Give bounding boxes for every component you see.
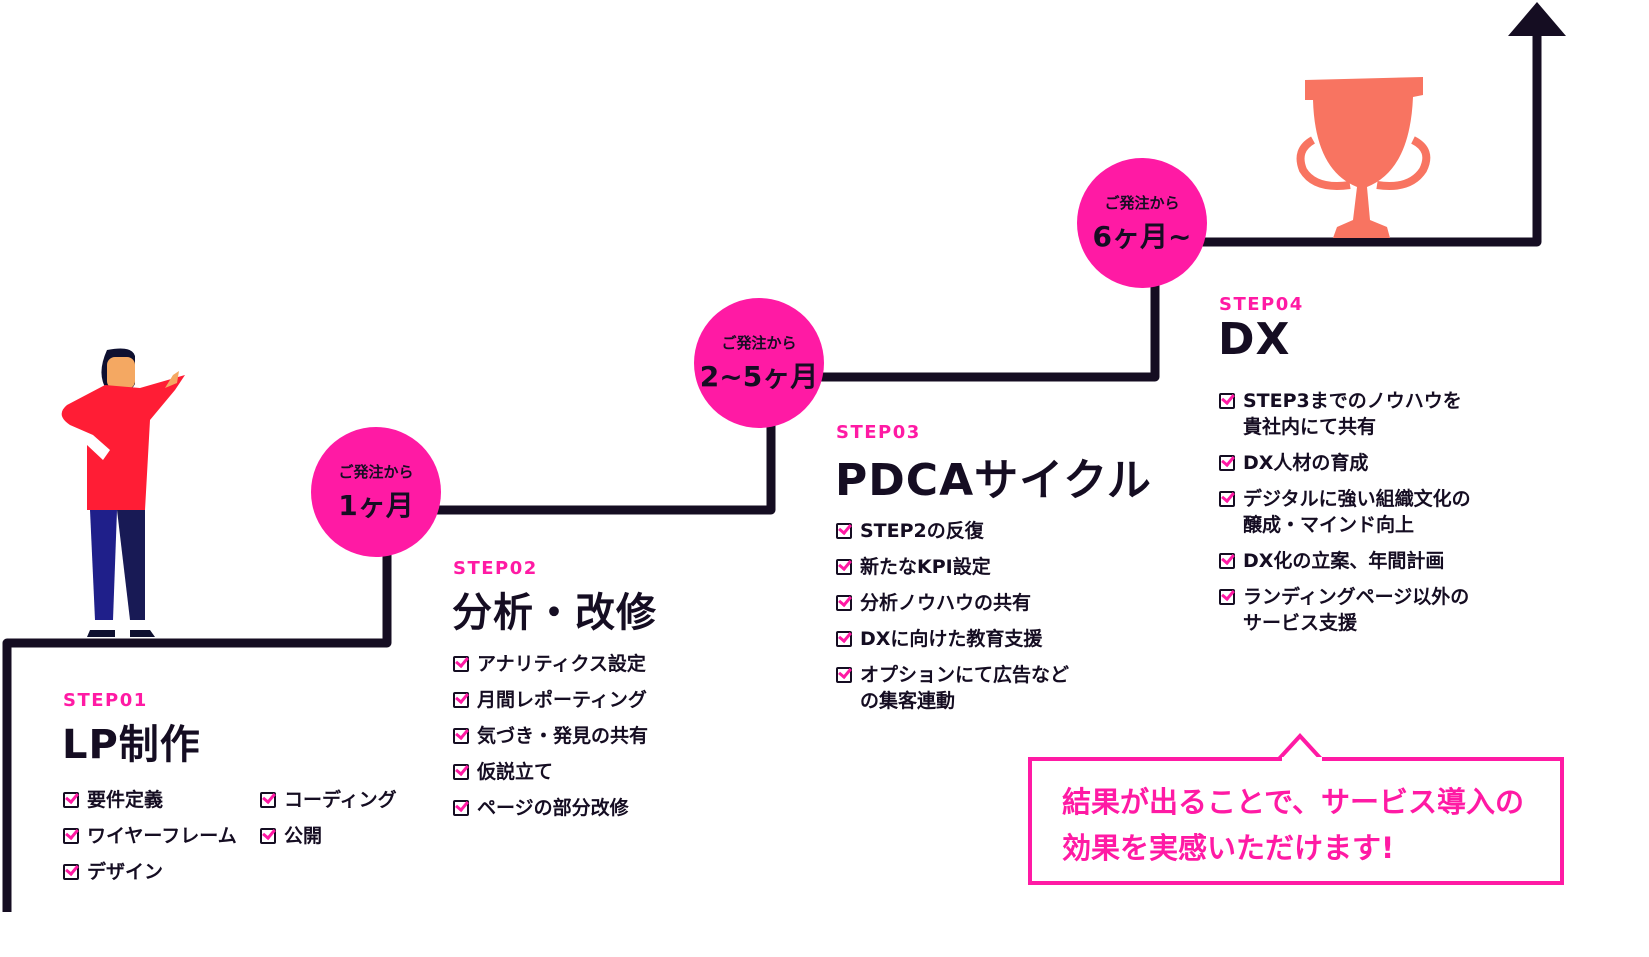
list-item: DX人材の育成 xyxy=(1219,450,1471,476)
step-label: STEP03 xyxy=(836,422,921,443)
step-title: 分析・改修 xyxy=(452,590,657,636)
step-label: STEP01 xyxy=(63,690,148,711)
item-text: 新たなKPI設定 xyxy=(860,556,991,578)
callout-line-1: 結果が出ることで、サービス導入の xyxy=(1062,785,1524,819)
list-item: 公開 xyxy=(260,823,397,849)
list-item: DX化の立案、年間計画 xyxy=(1219,548,1471,574)
callout-line-2: 効果を実感いただけます! xyxy=(1062,831,1395,865)
item-text: 要件定義 xyxy=(87,789,164,811)
list-item: ワイヤーフレーム xyxy=(63,823,237,849)
checkbox-checked-icon xyxy=(1219,589,1235,605)
milestone-period: 6ヶ月~ xyxy=(1092,219,1192,253)
callout-notch xyxy=(1278,733,1324,761)
list-item: 仮説立て xyxy=(453,759,648,785)
item-text: DX化の立案、年間計画 xyxy=(1243,550,1445,572)
step1-checklist-2: コーディング 公開 xyxy=(260,787,397,859)
list-item: デザイン xyxy=(63,859,237,885)
milestone-2-5-months: ご発注から 2~5ヶ月 xyxy=(694,298,824,428)
list-item: デジタルに強い組織文化の 醸成・マインド向上 xyxy=(1219,486,1471,538)
checkbox-checked-icon xyxy=(63,792,79,808)
milestone-6-months: ご発注から 6ヶ月~ xyxy=(1077,158,1207,288)
checkbox-checked-icon xyxy=(260,792,276,808)
step-label: STEP04 xyxy=(1219,294,1304,315)
checkbox-checked-icon xyxy=(453,728,469,744)
milestone-1-month: ご発注から 1ヶ月 xyxy=(311,427,441,557)
checkbox-checked-icon xyxy=(453,692,469,708)
list-item: STEP3までのノウハウを 貴社内にて共有 xyxy=(1219,388,1471,440)
step2-checklist: アナリティクス設定 月間レポーティング 気づき・発見の共有 仮説立て ページの部… xyxy=(453,651,648,831)
arrow-head-icon xyxy=(1508,2,1566,36)
list-item: 月間レポーティング xyxy=(453,687,648,713)
checkbox-checked-icon xyxy=(1219,553,1235,569)
list-item: オプションにて広告など の集客連動 xyxy=(836,662,1069,714)
item-text: 月間レポーティング xyxy=(477,689,647,711)
checkbox-checked-icon xyxy=(63,864,79,880)
checkbox-checked-icon xyxy=(836,559,852,575)
milestone-caption: ご発注から xyxy=(338,462,414,481)
item-text: STEP2の反復 xyxy=(860,520,984,542)
checkbox-checked-icon xyxy=(63,828,79,844)
item-text: コーディング xyxy=(284,789,397,811)
list-item: ランディングページ以外の サービス支援 xyxy=(1219,584,1471,636)
checkbox-checked-icon xyxy=(453,764,469,780)
checkbox-checked-icon xyxy=(1219,491,1235,507)
item-text: DXに向けた教育支援 xyxy=(860,628,1043,650)
item-text: ワイヤーフレーム xyxy=(87,825,237,847)
step-label: STEP02 xyxy=(453,558,538,579)
callout-notch-gap xyxy=(1282,757,1322,762)
item-text: 公開 xyxy=(284,825,323,847)
step-title: PDCAサイクル xyxy=(835,455,1152,506)
milestone-caption: ご発注から xyxy=(721,333,797,352)
item-text: ランディングページ以外の サービス支援 xyxy=(1243,586,1470,634)
item-text: STEP3までのノウハウを 貴社内にて共有 xyxy=(1243,390,1462,438)
item-text: オプションにて広告など の集客連動 xyxy=(860,664,1070,712)
item-text: 分析ノウハウの共有 xyxy=(860,592,1032,614)
trophy-icon xyxy=(1296,77,1431,238)
person-illustration xyxy=(61,348,185,637)
item-text: 気づき・発見の共有 xyxy=(477,725,649,747)
list-item: STEP2の反復 xyxy=(836,518,1069,544)
checkbox-checked-icon xyxy=(836,523,852,539)
checkbox-checked-icon xyxy=(836,631,852,647)
step3-checklist: STEP2の反復 新たなKPI設定 分析ノウハウの共有 DXに向けた教育支援 オ… xyxy=(836,518,1069,724)
step4-checklist: STEP3までのノウハウを 貴社内にて共有 DX人材の育成 デジタルに強い組織文… xyxy=(1219,388,1471,646)
list-item: DXに向けた教育支援 xyxy=(836,626,1069,652)
list-item: 分析ノウハウの共有 xyxy=(836,590,1069,616)
item-text: アナリティクス設定 xyxy=(477,653,646,675)
checkbox-checked-icon xyxy=(836,595,852,611)
item-text: 仮説立て xyxy=(477,761,554,783)
item-text: ページの部分改修 xyxy=(477,797,629,819)
checkbox-checked-icon xyxy=(453,800,469,816)
item-text: デザイン xyxy=(87,861,164,883)
step1-checklist: 要件定義 ワイヤーフレーム デザイン xyxy=(63,787,237,895)
checkbox-checked-icon xyxy=(453,656,469,672)
item-text: デジタルに強い組織文化の 醸成・マインド向上 xyxy=(1243,488,1471,536)
checkbox-checked-icon xyxy=(1219,455,1235,471)
item-text: DX人材の育成 xyxy=(1243,452,1369,474)
list-item: コーディング xyxy=(260,787,397,813)
checkbox-checked-icon xyxy=(836,667,852,683)
list-item: 気づき・発見の共有 xyxy=(453,723,648,749)
milestone-period: 2~5ヶ月 xyxy=(699,359,819,393)
list-item: ページの部分改修 xyxy=(453,795,648,821)
milestone-period: 1ヶ月 xyxy=(338,488,414,522)
list-item: アナリティクス設定 xyxy=(453,651,648,677)
checkbox-checked-icon xyxy=(1219,393,1235,409)
list-item: 新たなKPI設定 xyxy=(836,554,1069,580)
checkbox-checked-icon xyxy=(260,828,276,844)
milestone-caption: ご発注から xyxy=(1104,193,1180,212)
list-item: 要件定義 xyxy=(63,787,237,813)
step-title: DX xyxy=(1218,314,1291,365)
result-callout: 結果が出ることで、サービス導入の 効果を実感いただけます! xyxy=(1028,757,1564,885)
step-title: LP制作 xyxy=(62,722,201,768)
